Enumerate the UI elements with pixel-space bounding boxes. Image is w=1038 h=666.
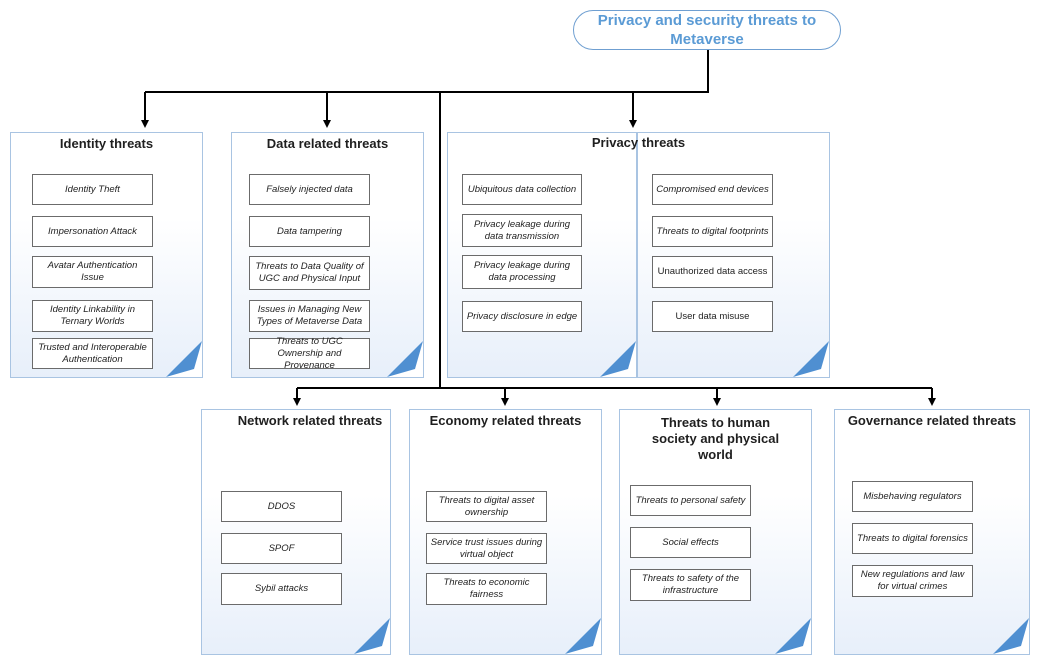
society-threats-title: Threats to human society and physical wo… — [651, 415, 780, 462]
page-curl-icon — [993, 618, 1029, 654]
data-item: Threats to Data Quality of UGC and Physi… — [249, 256, 370, 290]
identity-item: Identity Theft — [32, 174, 153, 205]
privacy-item: User data misuse — [652, 301, 773, 332]
economy-threats-card: Economy related threats Threats to digit… — [409, 409, 602, 655]
governance-threats-card: Governance related threats Misbehaving r… — [834, 409, 1030, 655]
privacy-item: Compromised end devices — [652, 174, 773, 205]
governance-item: Threats to digital forensics — [852, 523, 973, 554]
identity-threats-card: Identity threats Identity Theft Imperson… — [10, 132, 203, 378]
page-curl-icon — [775, 618, 811, 654]
society-item: Threats to personal safety — [630, 485, 751, 516]
society-threats-card: Threats to human society and physical wo… — [619, 409, 812, 655]
society-item: Threats to safety of the infrastructure — [630, 569, 751, 601]
privacy-threats-title: Privacy threats — [591, 135, 686, 150]
privacy-item: Privacy leakage during data transmission — [462, 214, 582, 247]
privacy-item: Privacy leakage during data processing — [462, 255, 582, 289]
identity-threats-title: Identity threats — [59, 136, 154, 151]
page-curl-icon — [793, 341, 829, 377]
root-title: Privacy and security threats to Metavers… — [597, 12, 817, 48]
privacy-item: Unauthorized data access — [652, 256, 773, 288]
data-item: Data tampering — [249, 216, 370, 247]
identity-item: Avatar Authentication Issue — [32, 256, 153, 288]
data-threats-title: Data related threats — [266, 136, 389, 151]
governance-item: Misbehaving regulators — [852, 481, 973, 512]
root-node: Privacy and security threats to Metavers… — [573, 10, 841, 50]
governance-item: New regulations and law for virtual crim… — [852, 565, 973, 597]
privacy-threats-card-left: Ubiquitous data collection Privacy leaka… — [447, 132, 637, 378]
network-item: DDOS — [221, 491, 342, 522]
data-item: Issues in Managing New Types of Metavers… — [249, 300, 370, 332]
economy-item: Service trust issues during virtual obje… — [426, 533, 547, 564]
page-curl-icon — [354, 618, 390, 654]
economy-threats-title: Economy related threats — [429, 413, 582, 428]
identity-item: Impersonation Attack — [32, 216, 153, 247]
economy-item: Threats to digital asset ownership — [426, 491, 547, 522]
root-connector — [440, 50, 709, 93]
identity-item: Trusted and Interoperable Authentication — [32, 338, 153, 369]
privacy-item: Threats to digital footprints — [652, 216, 773, 247]
privacy-item: Privacy disclosure in edge — [462, 301, 582, 332]
data-threats-card: Data related threats Falsely injected da… — [231, 132, 424, 378]
network-item: Sybil attacks — [221, 573, 342, 605]
privacy-threats-card-right: Compromised end devices Threats to digit… — [637, 132, 830, 378]
page-curl-icon — [166, 341, 202, 377]
network-threats-card: Network related threats DDOS SPOF Sybil … — [201, 409, 391, 655]
society-item: Social effects — [630, 527, 751, 558]
page-curl-icon — [565, 618, 601, 654]
page-curl-icon — [600, 341, 636, 377]
identity-item: Identity Linkability in Ternary Worlds — [32, 300, 153, 332]
privacy-item: Ubiquitous data collection — [462, 174, 582, 205]
economy-item: Threats to economic fairness — [426, 573, 547, 605]
data-item: Threats to UGC Ownership and Provenance — [249, 336, 370, 371]
page-curl-icon — [387, 341, 423, 377]
governance-threats-title: Governance related threats — [847, 413, 1017, 428]
data-item: Falsely injected data — [249, 174, 370, 205]
network-item: SPOF — [221, 533, 342, 564]
network-threats-title: Network related threats — [237, 413, 383, 428]
